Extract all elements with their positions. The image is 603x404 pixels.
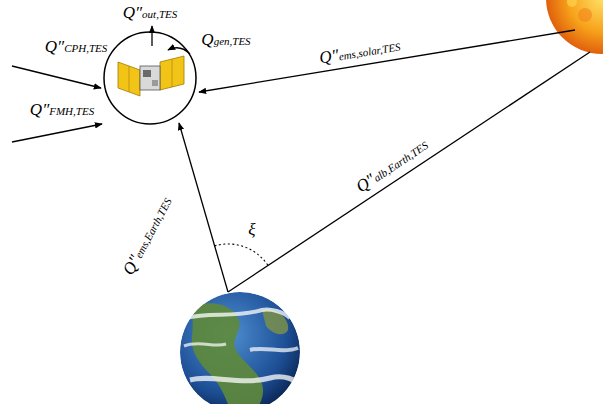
sun-spot <box>567 0 577 7</box>
flux-label: Q″alb,Earth,TES <box>351 134 432 198</box>
cph-arrow <box>12 66 101 88</box>
generation-arrow <box>168 48 190 54</box>
control-volume <box>104 32 196 124</box>
solar-arrow <box>199 30 575 92</box>
earth <box>180 292 302 404</box>
earth-arrow <box>179 123 228 292</box>
flux-label: Q″FMH,TES <box>29 100 95 120</box>
flux-arrows <box>12 26 590 292</box>
fmh-arrow <box>12 124 102 142</box>
satellite <box>118 56 184 96</box>
flux-label: Qgen,TES <box>200 30 251 50</box>
angle-symbol: ξ <box>247 216 256 240</box>
outgoing-arrow <box>151 26 152 46</box>
flux-label: Q″CPH,TES <box>44 37 108 57</box>
flux-label: Q″out,TES <box>122 3 179 23</box>
flux-label: Q″ems,solar,TES <box>317 35 403 69</box>
angle-arc <box>215 244 268 265</box>
sun-spot <box>578 8 592 22</box>
albedo-line <box>228 52 590 292</box>
sun <box>546 0 603 54</box>
flux-label: Q″ems,Earth,TES <box>118 193 177 280</box>
